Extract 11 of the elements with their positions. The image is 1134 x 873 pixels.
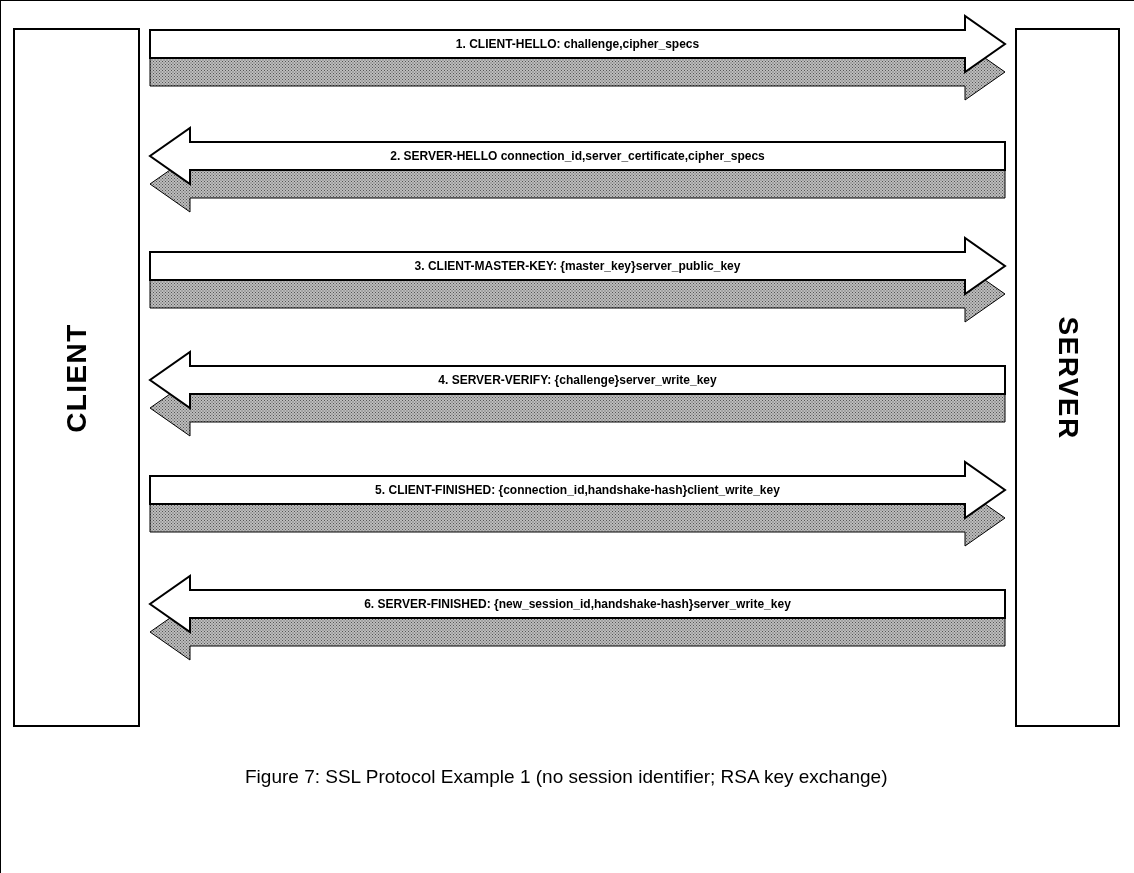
edge-label: 3. CLIENT-MASTER-KEY: {master_key}server_public_key [414,258,741,275]
edge-label: 1. CLIENT-HELLO: challenge,cipher_specs [455,36,700,53]
entity-box [1015,28,1120,727]
edge-label: 5. CLIENT-FINISHED: {connection_id,handshake-hash}client_write_key [375,482,780,499]
entity-label: SERVER [1051,316,1085,439]
edge-label: 6. SERVER-FINISHED: {new_session_id,handshake-hash}server_write_key [364,596,791,613]
entity-label: CLIENT [59,322,93,433]
caption: Figure 7: SSL Protocol Example 1 (no session identifier; RSA key exchange) [245,765,888,789]
entity-box [13,28,140,727]
edge-label: 4. SERVER-VERIFY: {challenge}server_write_key [438,372,717,389]
edge-label: 2. SERVER-HELLO connection_id,server_certificate,cipher_specs [390,148,765,165]
